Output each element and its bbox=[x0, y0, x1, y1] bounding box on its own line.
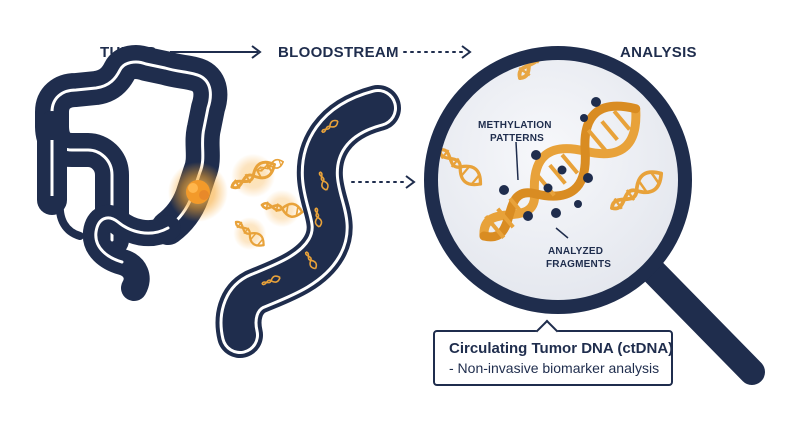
caption-title: Circulating Tumor DNA (ctDNA) bbox=[449, 340, 674, 357]
methylation-label-line1: METHYLATION bbox=[478, 120, 552, 131]
magnifying-glass-icon bbox=[424, 46, 765, 385]
fragments-label-line1: ANALYZED bbox=[548, 246, 603, 257]
arrow-right-icon bbox=[170, 45, 262, 59]
fragments-label-line2: FRAGMENTS bbox=[546, 259, 611, 270]
blood-vessel-icon bbox=[215, 85, 401, 358]
caption-subtitle: - Non-invasive biomarker analysis bbox=[449, 360, 660, 376]
caption-box: Circulating Tumor DNA (ctDNA) - Non-inva… bbox=[433, 319, 674, 386]
dotted-arrow-right-icon bbox=[351, 175, 416, 189]
stage-label-bloodstream: BLOODSTREAM bbox=[278, 44, 399, 61]
stage-label-analysis: ANALYSIS bbox=[620, 44, 697, 61]
colon-icon bbox=[35, 45, 228, 301]
dotted-arrow-right-icon bbox=[403, 45, 472, 59]
dna-helix-icon bbox=[433, 53, 669, 242]
methylation-label-line2: PATTERNS bbox=[490, 133, 544, 144]
dna-fragment-icon bbox=[226, 153, 305, 251]
tumor-icon bbox=[168, 162, 228, 222]
